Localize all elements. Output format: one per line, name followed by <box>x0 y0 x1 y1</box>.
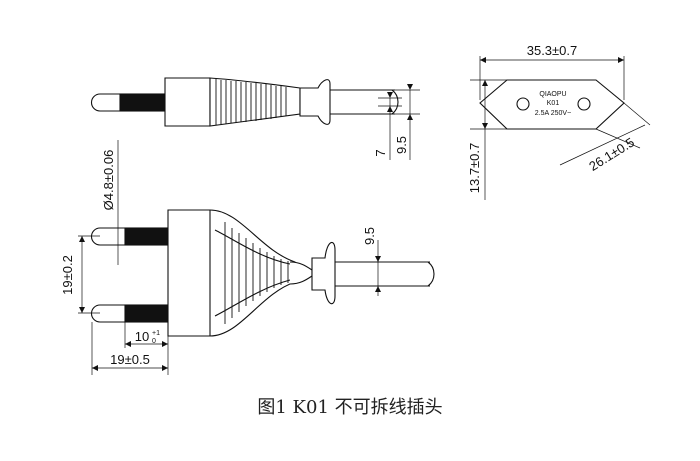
plug-face-view <box>470 56 651 200</box>
dim-face-height: 13.7±0.7 <box>467 143 482 194</box>
dim-pin-diameter: Ø4.8±0.06 <box>101 150 116 211</box>
plug-side-view <box>91 77 420 160</box>
dim-cord-side-a: 7 <box>373 149 388 156</box>
face-brand-label: QIAOPU <box>539 91 566 98</box>
dim-pin-insulated-tolerance-lower: 0 <box>152 338 156 345</box>
face-model-label: K01 <box>547 100 560 107</box>
dim-face-width: 35.3±0.7 <box>527 43 578 58</box>
dim-cord-side-b: 9.5 <box>394 136 409 154</box>
plug-top-view <box>78 140 435 375</box>
figure-caption: 图1 K01 不可拆线插头 <box>257 397 443 418</box>
dim-pin-length: 19±0.5 <box>110 352 150 367</box>
dim-cord-top: 9.5 <box>362 227 377 245</box>
dim-pin-insulated: 10 <box>135 329 149 344</box>
dim-pin-insulated-tolerance: +1 <box>152 330 160 337</box>
face-rating-label: 2.5A 250V~ <box>535 110 571 117</box>
dim-pin-spacing: 19±0.2 <box>60 255 75 295</box>
